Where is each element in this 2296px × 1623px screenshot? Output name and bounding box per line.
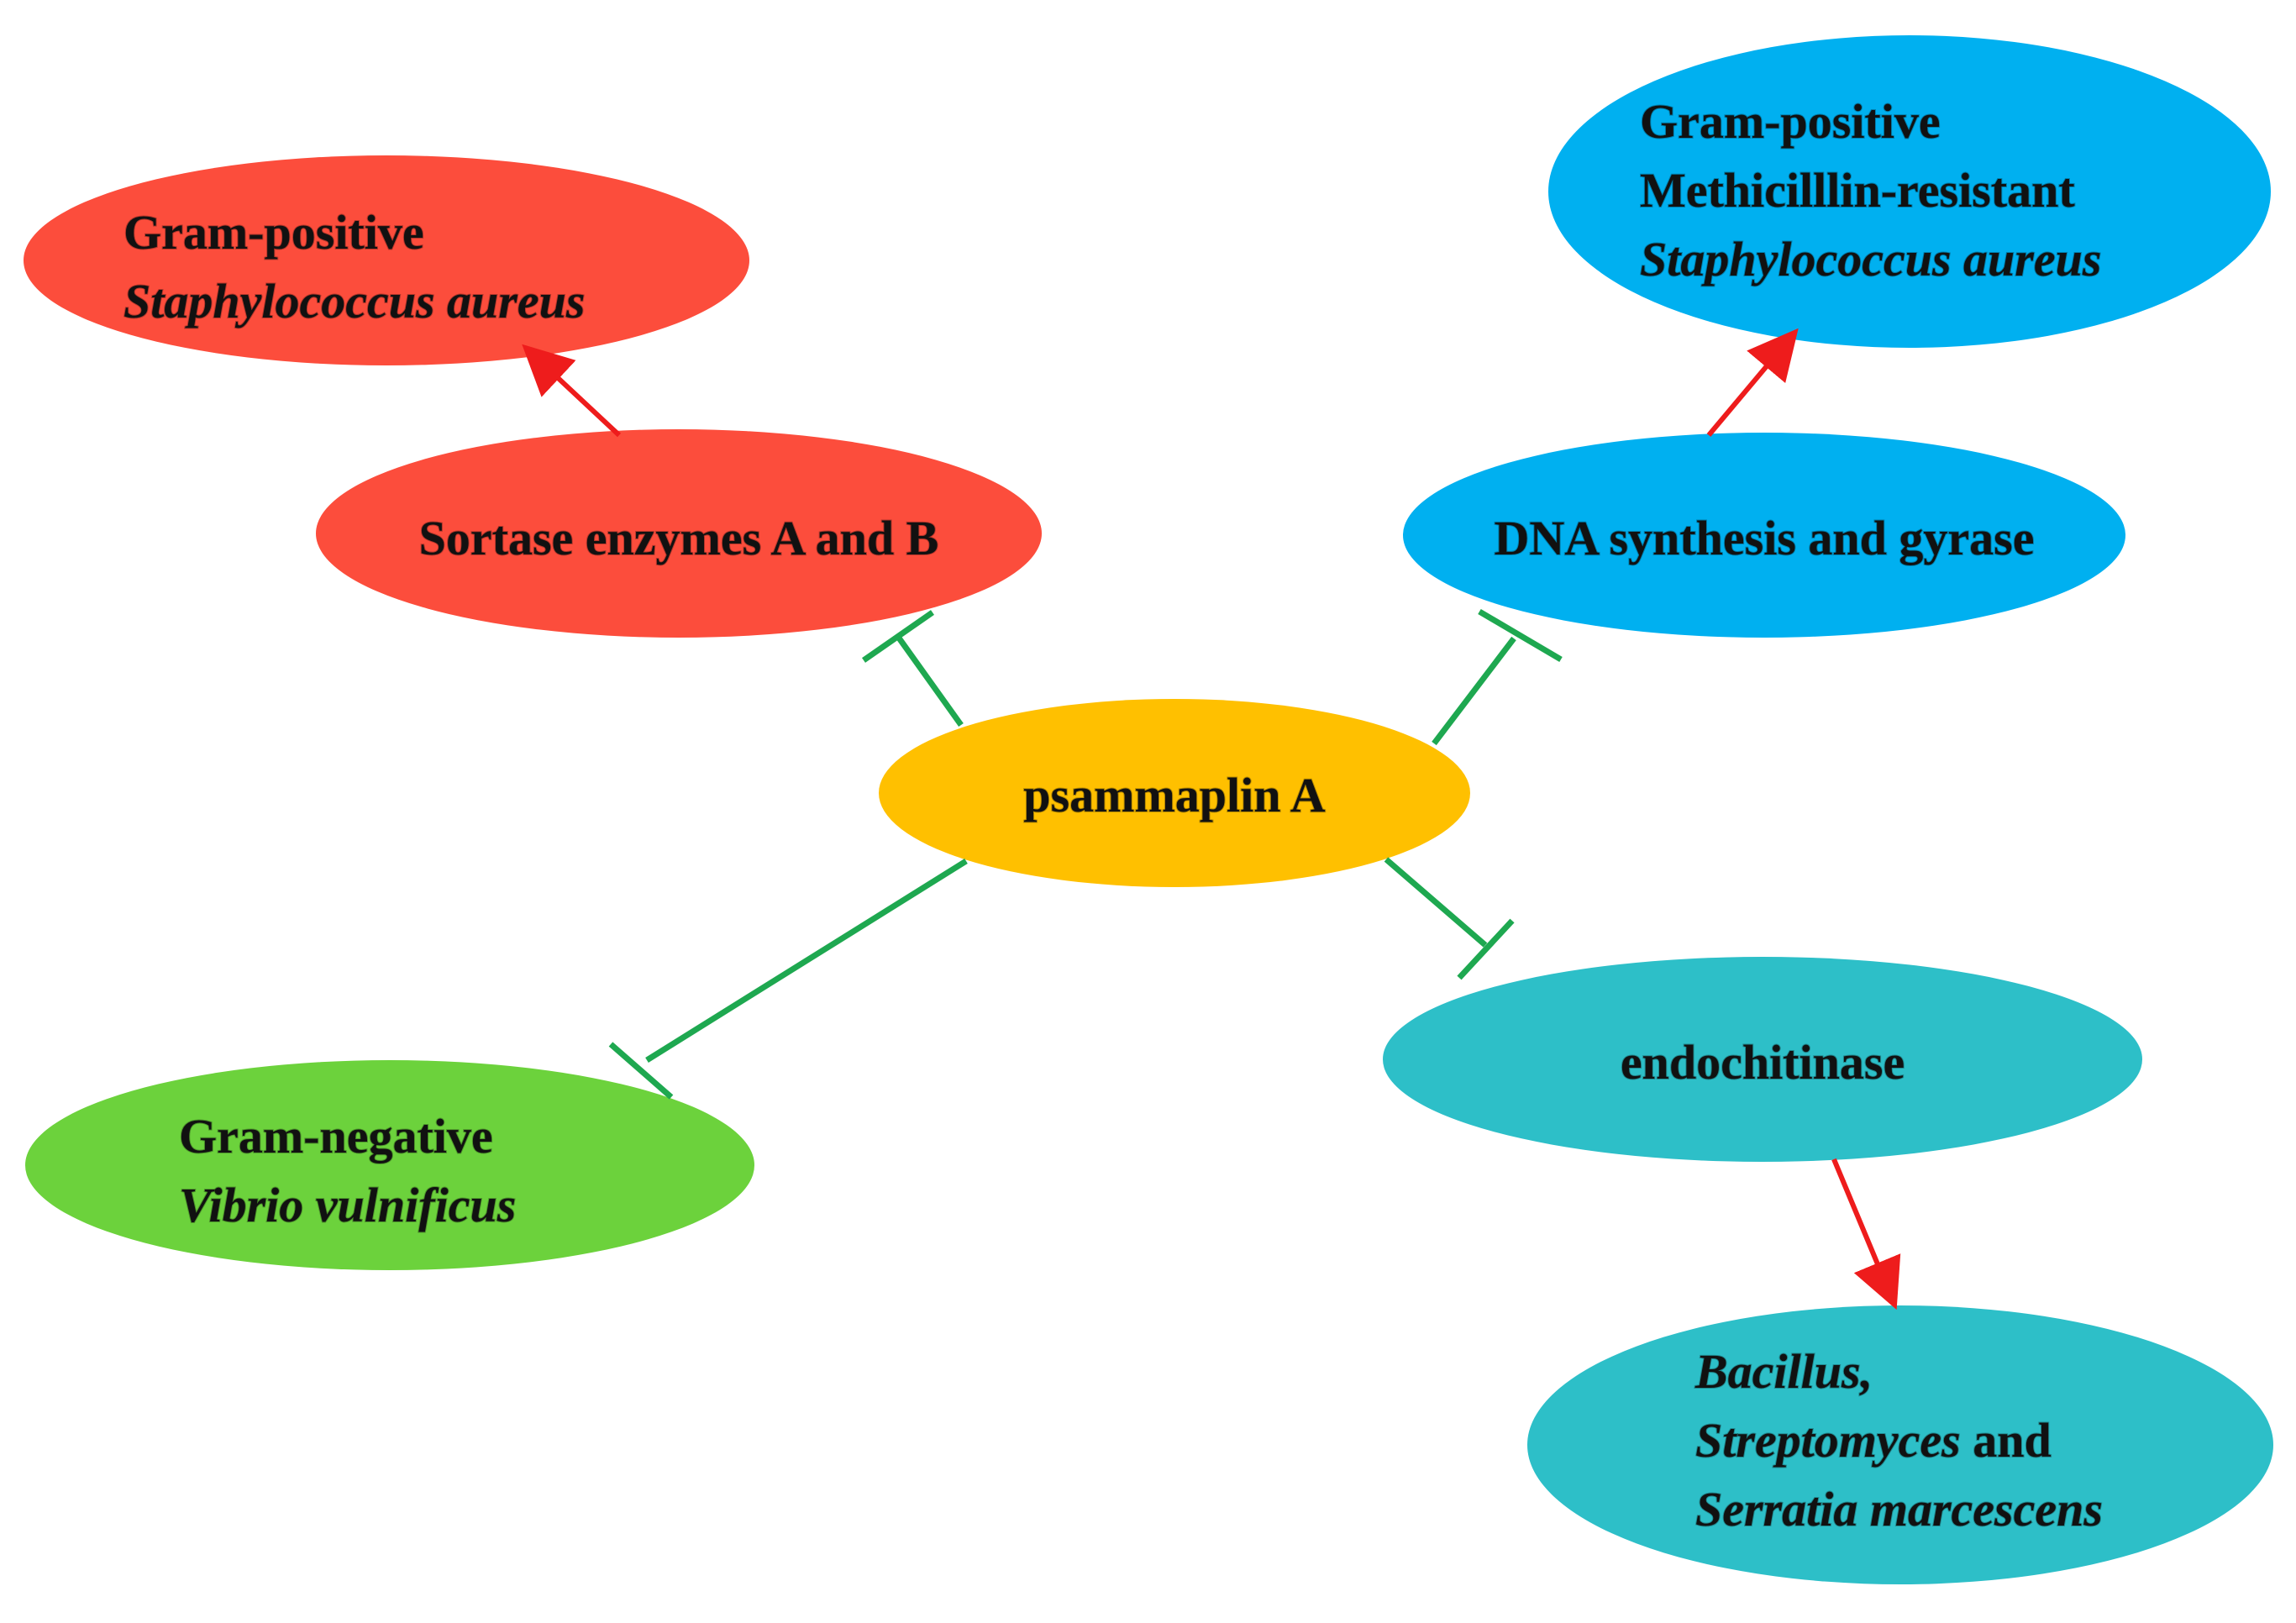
inhibit-edge-vibrio — [645, 859, 968, 1063]
node-dna-ellipse — [1403, 433, 2125, 638]
mrsa-line3: Staphylococcus aureus — [1640, 232, 2101, 286]
node-center-ellipse — [879, 699, 1470, 887]
node-sortase: Sortase enzymes A and B — [418, 510, 940, 566]
inhibition-edges — [608, 608, 1563, 1100]
inhibit-edge-dna — [1432, 636, 1516, 746]
bacillus-line2: Streptomyces and — [1695, 1413, 2052, 1468]
inhibit-bar-sortase — [862, 610, 934, 663]
inhibit-bar-endochitinase — [1457, 918, 1515, 980]
node-bacillus: Bacillus, Streptomyces and Serratia marc… — [1694, 1343, 2104, 1537]
node-endochitinase: endochitinase — [1620, 1034, 1905, 1090]
node-mrsa-ellipse — [1548, 35, 2271, 348]
node-dna: DNA synthesis and gyrase — [1494, 510, 2036, 566]
inhibit-bar-vibrio — [608, 1042, 674, 1100]
node-endochitinase-ellipse — [1383, 957, 2142, 1162]
activate-arrow-bacillus — [1831, 1158, 1901, 1310]
endochitinase-label: endochitinase — [1621, 1035, 1905, 1090]
bacillus-line3: Serratia marcescens — [1695, 1482, 2103, 1536]
node-staphylococcus-ellipse — [24, 155, 749, 365]
bacillus-line2-italic: Streptomyces — [1695, 1413, 1961, 1468]
inhibit-bar-dna — [1478, 608, 1563, 663]
vibrio-line1: Gram-negative — [179, 1109, 493, 1163]
node-mrsa: Gram-positive Methicilllin-resistant Sta… — [1639, 93, 2102, 287]
mrsa-line1: Gram-positive — [1640, 94, 1941, 149]
sortase-label: Sortase enzymes A and B — [419, 511, 939, 565]
vibrio-line2: Vibrio vulnificus — [179, 1178, 516, 1232]
node-sortase-ellipse — [316, 429, 1042, 638]
bacillus-line2-and: and — [1961, 1413, 2052, 1468]
node-bacillus-ellipse — [1527, 1305, 2273, 1584]
activate-arrow-mrsa — [1706, 328, 1799, 437]
activate-arrow-staphylococcus — [522, 344, 622, 438]
activation-edges — [522, 328, 1901, 1310]
node-center: psammaplin A — [1022, 767, 1326, 823]
bacillus-line1: Bacillus, — [1694, 1344, 1873, 1399]
staphylococcus-line2: Staphylococcus aureus — [123, 274, 585, 328]
dna-label: DNA synthesis and gyrase — [1495, 511, 2035, 565]
staphylococcus-line1: Gram-positive — [123, 205, 424, 260]
node-vibrio: Gram-negative Vibrio vulnificus — [178, 1108, 517, 1233]
mrsa-line2: Methicilllin-resistant — [1640, 163, 2075, 218]
node-staphylococcus: Gram-positive Staphylococcus aureus — [123, 204, 586, 329]
inhibit-edge-endochitinase — [1384, 857, 1488, 948]
center-label: psammaplin A — [1023, 768, 1325, 822]
node-vibrio-ellipse — [25, 1060, 754, 1270]
inhibit-edge-sortase — [896, 634, 964, 727]
